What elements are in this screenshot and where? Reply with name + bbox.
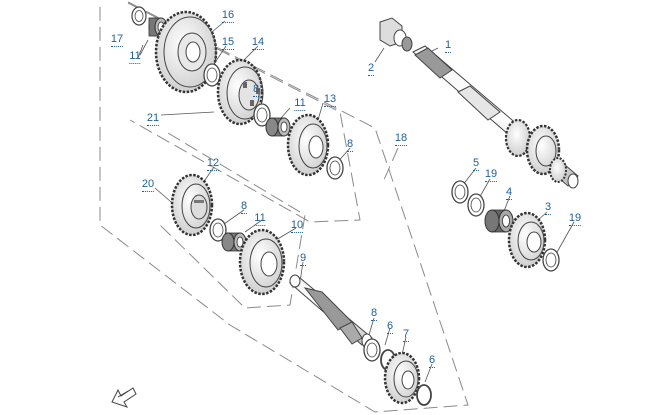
callout-19-right: 19	[568, 212, 582, 226]
callout-13: 13	[323, 93, 337, 107]
part-8-washer-shaft	[363, 338, 381, 362]
connector-line-18	[382, 147, 399, 183]
front-direction-arrow-icon	[111, 387, 137, 408]
callout-16: 16	[221, 9, 235, 23]
part-3-gear	[507, 211, 547, 269]
part-2-nut	[379, 17, 413, 52]
callout-15: 15	[221, 36, 235, 50]
part-5-washer	[451, 180, 469, 204]
part-17-thrust-washer	[131, 6, 147, 26]
callout-9: 9	[299, 252, 307, 266]
part-10-gear	[238, 228, 286, 296]
callout-8-lower: 8	[240, 200, 248, 214]
callout-8-shaft: 8	[370, 307, 378, 321]
part-8-washer-lower	[209, 218, 227, 242]
callout-2: 2	[367, 62, 375, 76]
part-4-needle-bearing	[484, 209, 514, 233]
part-6-circlip-rear	[416, 384, 432, 406]
part-1-output-shaft	[412, 45, 579, 189]
callout-6-front: 6	[386, 320, 394, 334]
callout-1: 1	[444, 39, 452, 53]
callout-7: 7	[402, 328, 410, 342]
callout-14: 14	[251, 36, 265, 50]
part-15-washer	[203, 63, 221, 87]
callout-5: 5	[472, 157, 480, 171]
callout-17: 17	[110, 33, 124, 47]
part-19-washer-left	[467, 193, 485, 217]
outer-assembly-outline	[99, 1, 469, 413]
part-11-needle-bearing-lower	[221, 232, 247, 252]
part-8-washer-right	[326, 156, 344, 180]
part-11-needle-bearing-mid	[265, 117, 291, 137]
callout-12: 12	[206, 157, 220, 171]
callout-8-right: 8	[346, 138, 354, 152]
part-19-washer-right	[542, 248, 560, 272]
upper-gear-group-outline	[127, 2, 361, 223]
group-outline-lines	[99, 1, 469, 413]
callout-11-top: 11	[129, 50, 142, 64]
callout-20: 20	[141, 178, 155, 192]
part-9-input-shaft	[289, 274, 373, 349]
part-12-gear	[170, 173, 214, 237]
callout-11-lower: 11	[254, 212, 267, 226]
lower-gear-group-outline	[159, 132, 306, 309]
callout-6-rear: 6	[428, 354, 436, 368]
part-8-washer-upper	[253, 103, 271, 127]
callout-18: 18	[394, 132, 408, 146]
part-16-large-driven-gear	[154, 10, 218, 94]
part-13-gear	[286, 113, 330, 177]
callout-4: 4	[505, 186, 513, 200]
callout-11-mid: 11	[294, 97, 307, 111]
part-14-shift-gear	[216, 58, 264, 126]
callout-21: 21	[146, 112, 160, 126]
part-7-gear	[383, 351, 421, 405]
callout-3: 3	[544, 201, 552, 215]
callout-8-upper: 8	[252, 83, 260, 97]
callout-19-left: 19	[484, 168, 498, 182]
callout-10: 10	[290, 219, 304, 233]
